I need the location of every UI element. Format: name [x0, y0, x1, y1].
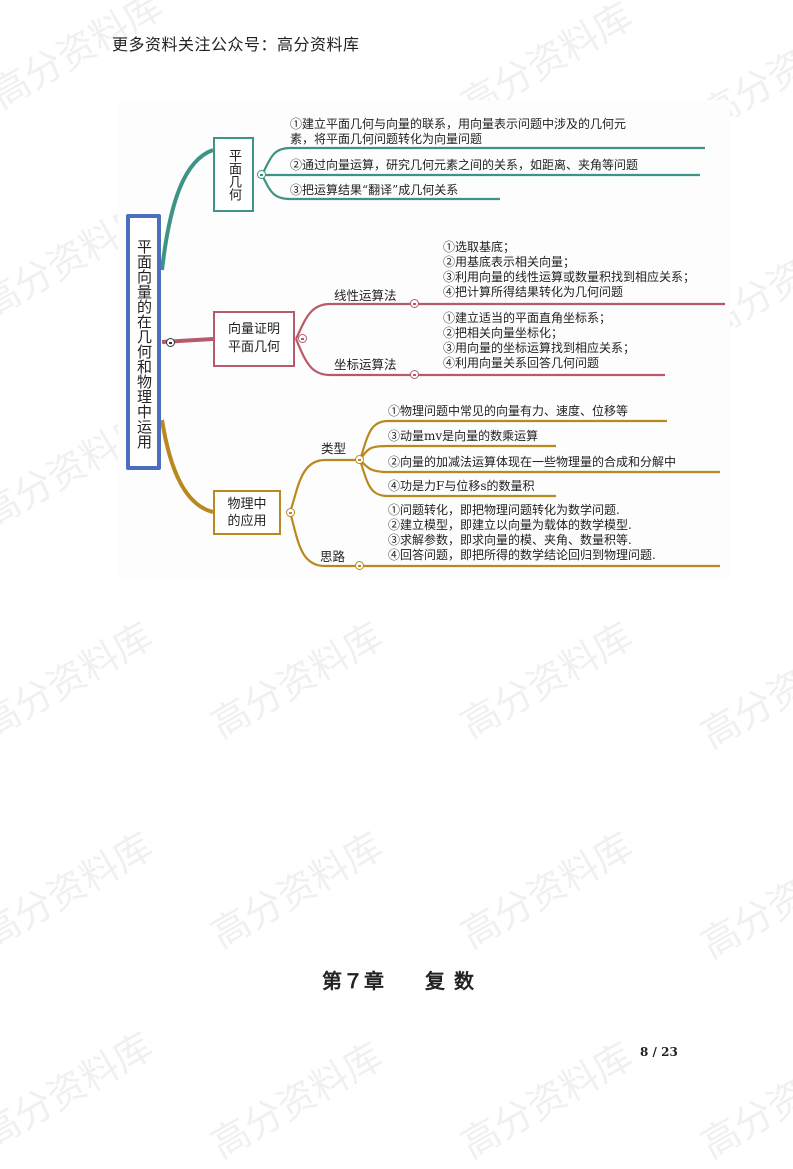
- sub-node-label: 坐标运算法: [334, 357, 397, 372]
- page-header: 更多资料关注公众号：高分资料库: [112, 35, 360, 54]
- collapse-toggle-icon[interactable]: [257, 170, 266, 179]
- branch-label-line: 物理中: [227, 496, 267, 512]
- leaf-text: ②通过向量运算，研究几何元素之间的关系，如距离、夹角等问题: [290, 158, 639, 172]
- collapse-toggle-icon[interactable]: [298, 334, 307, 343]
- mindmap-root-node: 平面向量的在几何和物理中运用: [126, 214, 161, 470]
- sub-node-detail: ①建立适当的平面直角坐标系； ②把相关向量坐标化； ③用向量的坐标运算找到相应关…: [443, 311, 636, 370]
- branch-label-line: 平面几何: [227, 340, 280, 355]
- branch-label: 平面几何: [226, 148, 241, 201]
- collapse-toggle-icon[interactable]: [410, 299, 419, 308]
- chapter-number: 第７章: [322, 969, 385, 993]
- collapse-toggle-icon[interactable]: [166, 338, 175, 347]
- branch-node-vector-proof: 向量证明 平面几何: [213, 311, 295, 367]
- collapse-toggle-icon[interactable]: [410, 370, 419, 379]
- leaf-text: ①建立平面几何与向量的联系，用向量表示问题中涉及的几何元 素，将平面几何问题转化…: [290, 117, 627, 146]
- branch-label-line: 向量证明: [227, 322, 280, 337]
- root-label: 平面向量的在几何和物理中运用: [135, 239, 153, 449]
- branch-node-plane-geometry: 平面几何: [213, 137, 254, 212]
- collapse-toggle-icon[interactable]: [286, 508, 295, 517]
- mindmap-connectors: [160, 146, 725, 568]
- leaf-text: ④功是力F与位移s的数量积: [388, 479, 535, 493]
- sub-node-label: 线性运算法: [334, 288, 397, 303]
- leaf-text: ②向量的加减法运算体现在一些物理量的合成和分解中: [388, 455, 677, 469]
- sub-node-label: 思路: [320, 549, 346, 564]
- leaf-text: ③动量mv是向量的数乘运算: [388, 429, 539, 443]
- sub-node-label: 类型: [321, 441, 347, 456]
- sub-node-detail: ①选取基底； ②用基底表示相关向量； ③利用向量的线性运算或数量积找到相应关系；…: [443, 240, 696, 299]
- chapter-heading: 第７章 复 数: [322, 965, 475, 994]
- leaf-text: ①物理问题中常见的向量有力、速度、位移等: [388, 404, 629, 418]
- leaf-text: ③把运算结果“翻译”成几何关系: [290, 183, 459, 197]
- branch-label-line: 的应用: [227, 513, 267, 529]
- sub-node-detail: ①问题转化，即把物理问题转化为数学问题. ②建立模型，即建立以向量为载体的数学模…: [388, 503, 656, 562]
- chapter-title: 复 数: [425, 969, 475, 993]
- collapse-toggle-icon[interactable]: [355, 561, 364, 570]
- page-number: 8 / 23: [640, 1045, 678, 1059]
- collapse-toggle-icon[interactable]: [355, 455, 364, 464]
- branch-node-physics: 物理中 的应用: [213, 490, 281, 535]
